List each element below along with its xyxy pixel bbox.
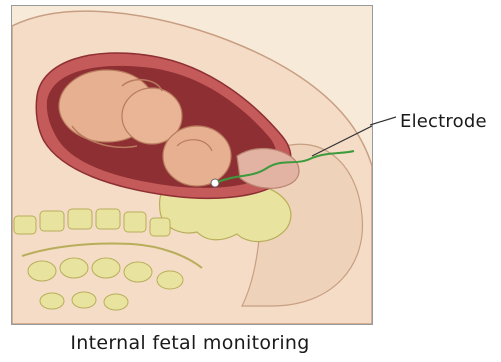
- electrode-label: Electrode: [400, 111, 487, 132]
- internal-monitoring-diagram: [12, 6, 372, 324]
- medical-illustration: [11, 5, 373, 325]
- figure-caption: Internal fetal monitoring: [0, 332, 380, 354]
- fetal-head: [163, 126, 231, 186]
- electrode-tip: [211, 179, 219, 187]
